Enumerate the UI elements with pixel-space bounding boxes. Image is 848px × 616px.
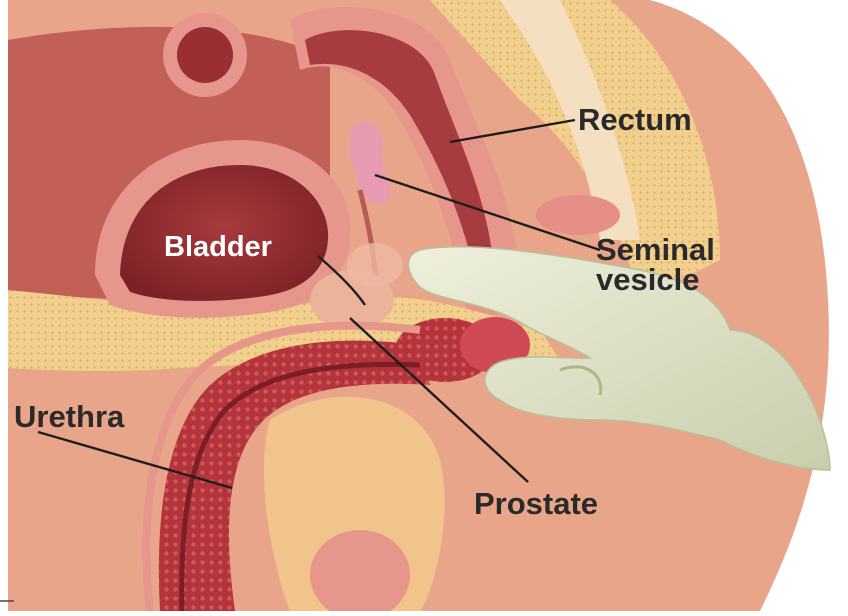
rectum-label: Rectum xyxy=(578,102,692,137)
urethra-label: Urethra xyxy=(14,399,125,434)
bladder-label: Bladder xyxy=(164,231,272,263)
seminal-vesicle-label-line2: vesicle xyxy=(596,262,699,297)
prostate-label: Prostate xyxy=(474,486,598,521)
prostate-upper xyxy=(347,243,403,287)
bowel-lumen xyxy=(177,27,233,83)
coccyx-bone xyxy=(536,195,620,235)
